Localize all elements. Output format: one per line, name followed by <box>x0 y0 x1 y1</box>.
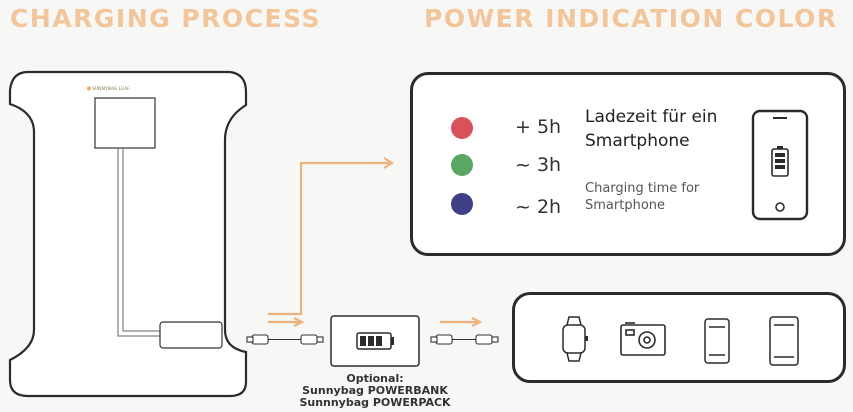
panel-logo: SUNNYBAG LEAF <box>92 86 130 92</box>
indicator-dot-red <box>451 117 473 139</box>
charging-time-en-line1: Charging time for <box>585 181 700 196</box>
charging-time-de-line2: Smartphone <box>585 131 690 151</box>
battery-icon <box>356 332 394 350</box>
charging-time-en: Charging time for Smartphone <box>585 180 725 214</box>
power-indication-heading: POWER INDICATION COLOR <box>424 4 838 33</box>
phone-icon <box>704 318 730 364</box>
junction-box <box>94 97 156 149</box>
action-camera-icon <box>620 322 666 356</box>
phone-battery-icon <box>751 109 809 221</box>
smartwatch-icon <box>562 316 588 362</box>
usb-cable-left <box>246 334 324 345</box>
charging-time-de: Ladezeit für ein Smartphone <box>585 105 745 153</box>
charging-process-heading: CHARGING PROCESS <box>10 4 321 33</box>
panel-logo-icon <box>87 86 91 91</box>
charging-time-de-line1: Ladezeit für ein <box>585 107 718 127</box>
duration-3h: ~ 3h <box>515 154 562 176</box>
optional-powerpack: Sunnnybag POWERPACK <box>299 396 451 409</box>
powerbank <box>330 315 420 367</box>
optional-label: Optional: <box>346 372 404 385</box>
panel-cable <box>117 148 160 337</box>
optional-caption: Optional: Sunnybag POWERBANK Sunnnybag P… <box>290 373 460 409</box>
duration-5h: + 5h <box>515 116 562 138</box>
power-indication-panel: + 5h ~ 3h ~ 2h Ladezeit für ein Smartpho… <box>410 72 846 256</box>
duration-2h: ~ 2h <box>515 196 562 218</box>
tablet-icon <box>769 316 799 366</box>
devices-panel <box>512 292 846 383</box>
arrow-to-indicator <box>268 161 390 316</box>
indicator-dot-blue <box>451 193 473 215</box>
solar-panel <box>8 70 248 398</box>
indicator-dot-green <box>451 154 473 176</box>
charging-time-en-line2: Smartphone <box>585 198 666 213</box>
usb-cable-right <box>430 334 499 345</box>
arrows <box>268 157 483 327</box>
controller-box <box>159 321 223 349</box>
optional-powerbank: Sunnybag POWERBANK <box>302 384 448 397</box>
